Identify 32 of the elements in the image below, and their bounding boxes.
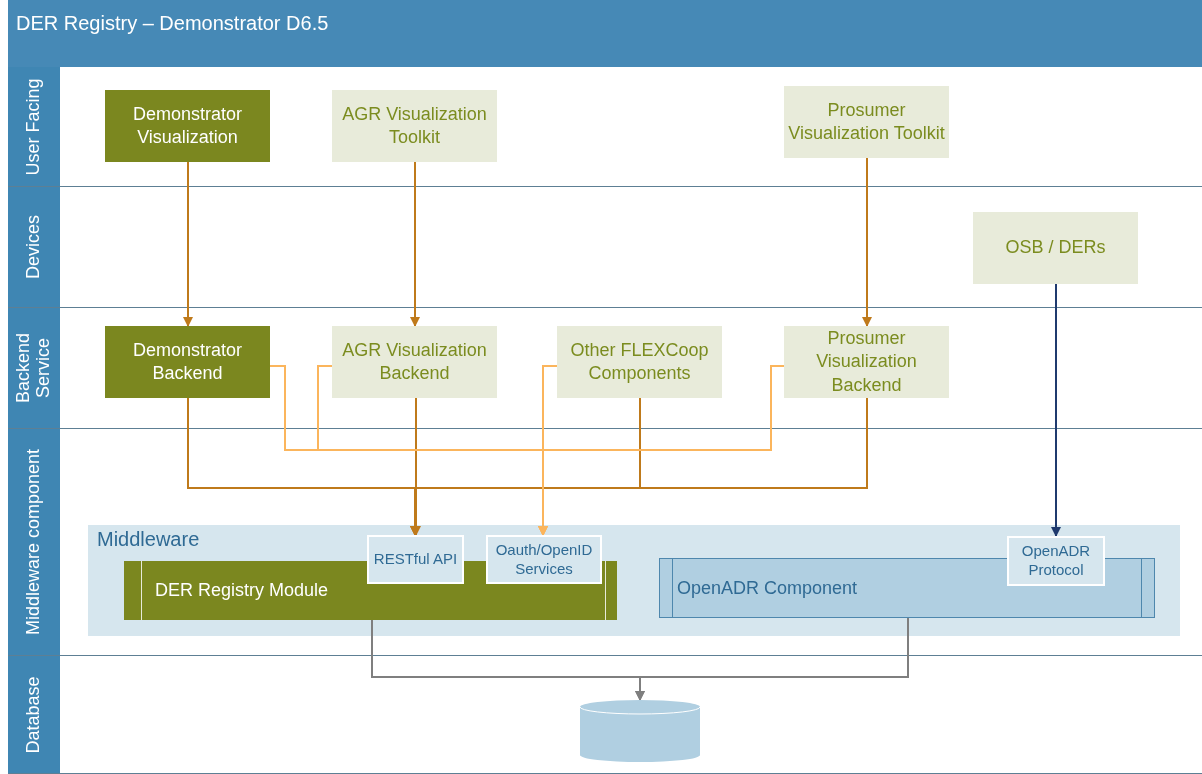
swimlane — [8, 187, 1202, 308]
lane-header: Database — [8, 656, 60, 773]
lane-header: Devices — [8, 187, 60, 307]
process-box: Demonstrator Backend — [105, 326, 270, 398]
container-panel — [88, 525, 1180, 636]
process-box: Demonstrator Visualization — [105, 90, 270, 162]
interface-box: Oauth/OpenID Services — [486, 535, 602, 584]
title-bar: DER Registry – Demonstrator D6.5 — [8, 0, 1202, 67]
swimlane — [8, 429, 1202, 656]
lane-header: User Facing — [8, 67, 60, 186]
swimlane — [8, 656, 1202, 774]
swimlane — [8, 308, 1202, 429]
process-box: Prosumer Visualization Toolkit — [784, 86, 949, 158]
interface-box: OpenADR Protocol — [1007, 536, 1105, 586]
lane-header: Backend Service — [8, 308, 60, 428]
arrow — [410, 397, 868, 536]
arrow — [862, 157, 872, 327]
arrow — [410, 161, 420, 327]
database-cylinder — [580, 700, 700, 762]
interface-box: RESTful API — [367, 535, 464, 584]
panel-title: Middleware — [97, 528, 200, 551]
process-box: Prosumer Visualization Backend — [784, 326, 949, 398]
process-box: OSB / DERs — [973, 212, 1138, 284]
swimlane — [8, 67, 1202, 187]
lane-header: Middleware component — [8, 429, 60, 655]
arrow — [183, 161, 193, 327]
process-box: AGR Visualization Backend — [332, 326, 497, 398]
process-box: AGR Visualization Toolkit — [332, 90, 497, 162]
arrow — [635, 617, 909, 701]
arrow — [538, 365, 785, 536]
process-box: Other FLEXCoop Components — [557, 326, 722, 398]
arrow — [1051, 283, 1061, 537]
